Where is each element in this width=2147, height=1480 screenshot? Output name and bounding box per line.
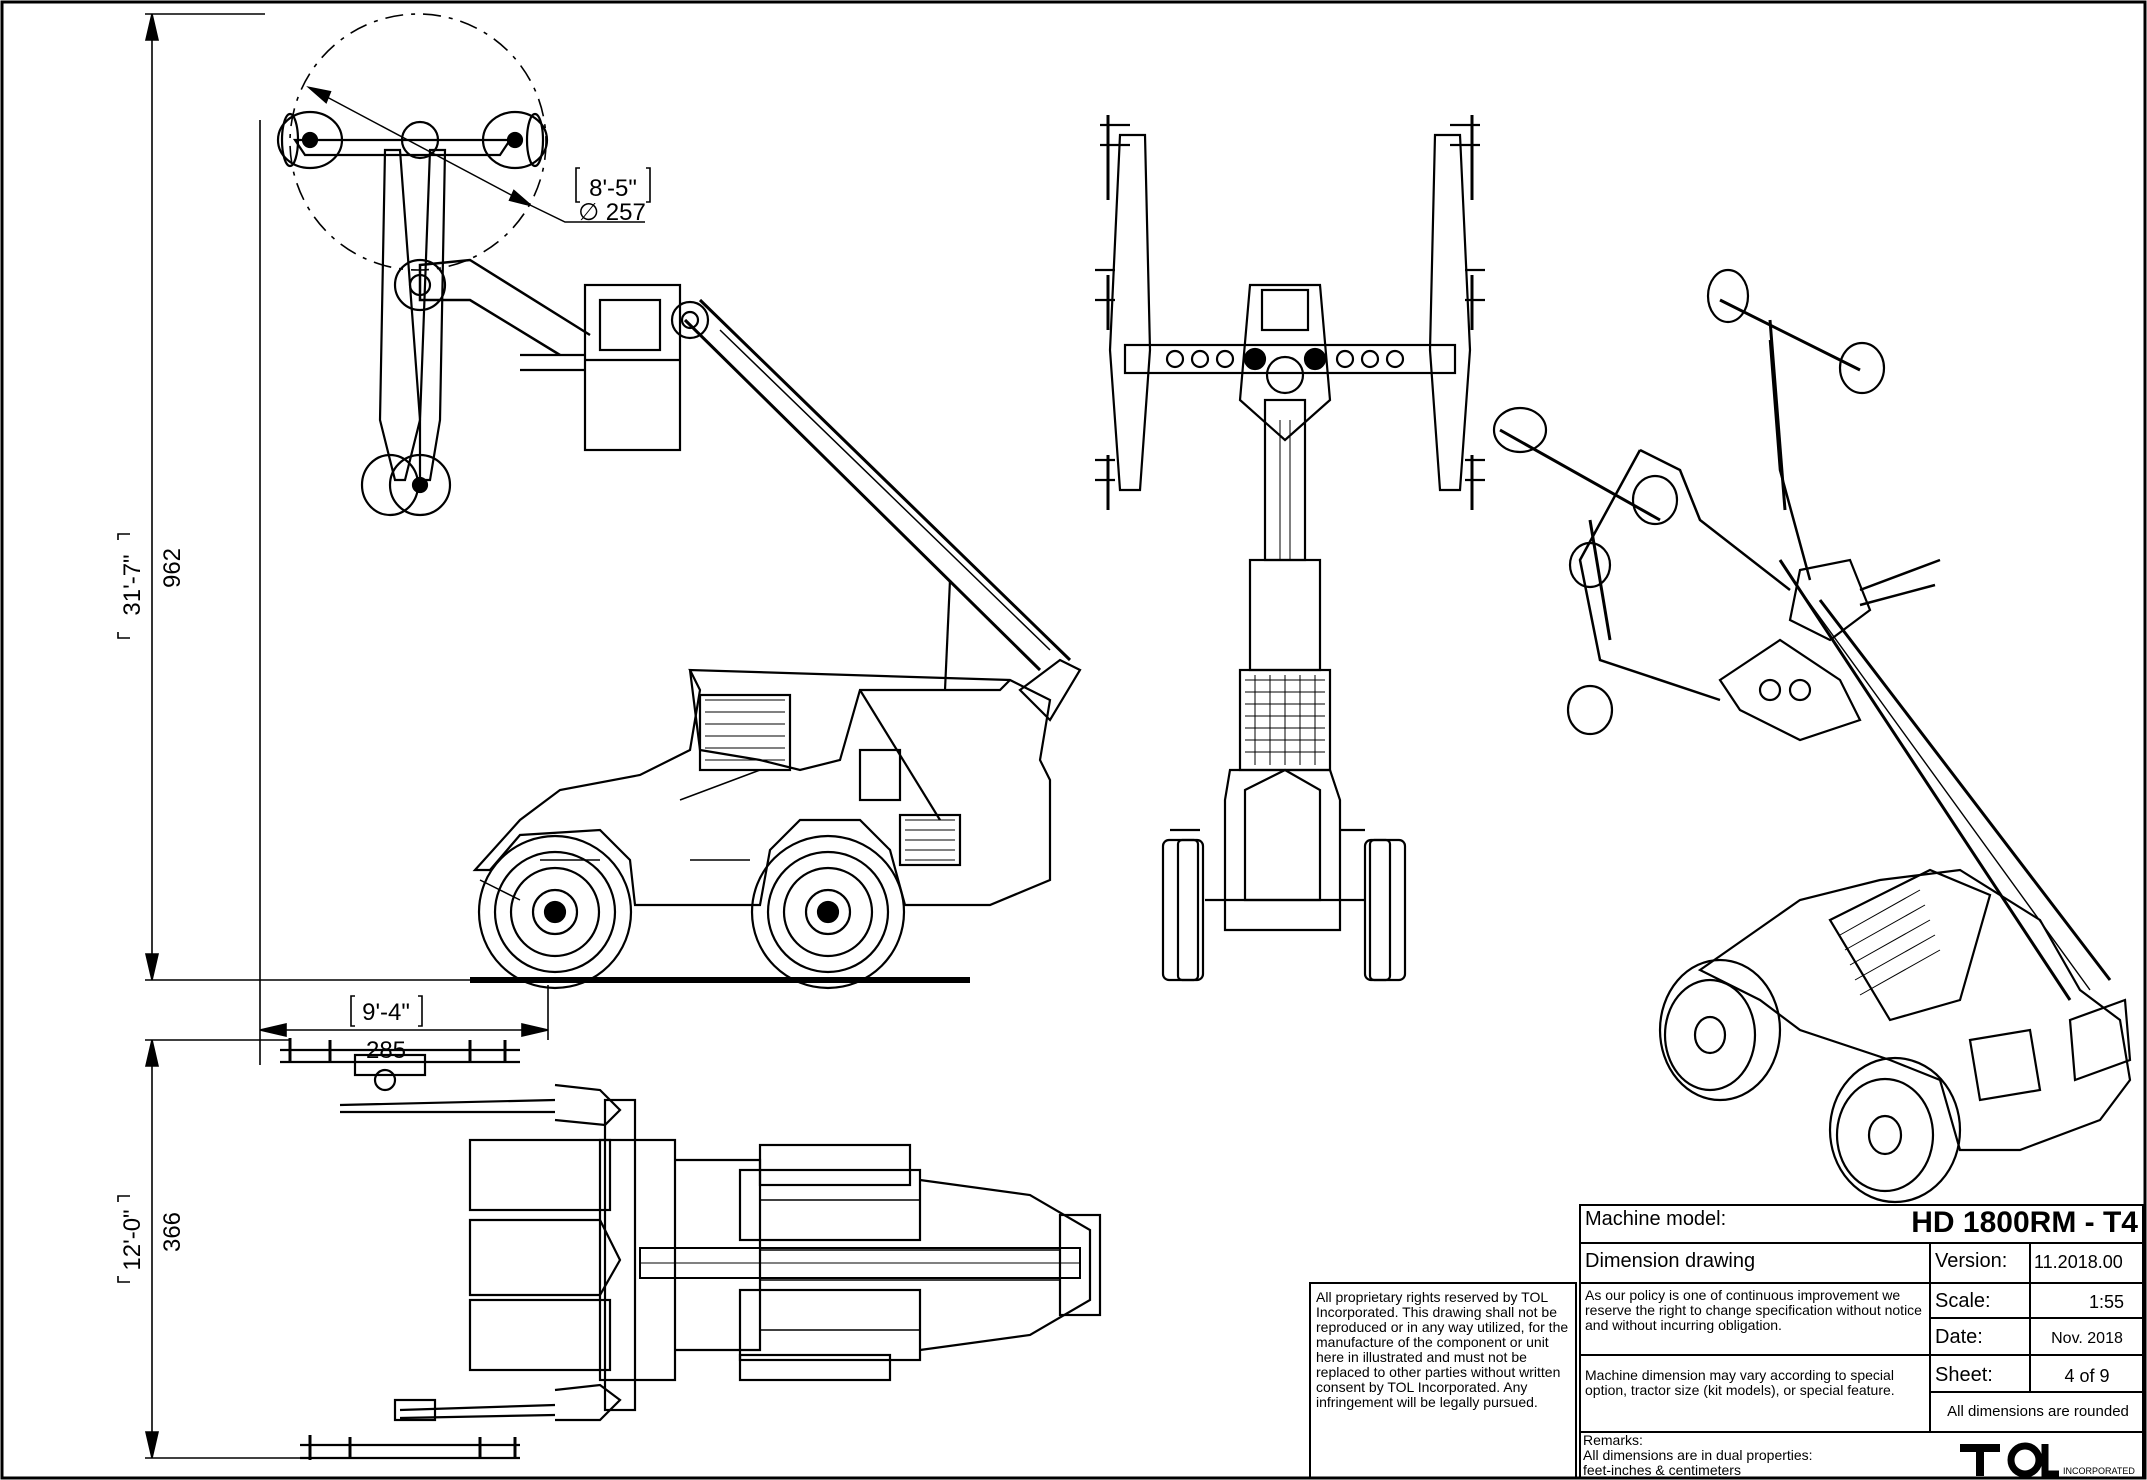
remarks-label: Remarks: [1583,1433,1643,1448]
sheet-value: 4 of 9 [2064,1366,2110,1386]
title-block-frame [1309,1204,2144,1479]
scale-value: 1:55 [2088,1292,2124,1312]
cup-dim-ftin: 8'-5" [589,175,637,202]
machine-model-value: HD 1800RM - T4 [1911,1206,2138,1239]
policy-note: As our policy is one of continuous impro… [1585,1288,1922,1333]
front-view [1095,115,1485,982]
reach-dim-ftin: 9'-4" [362,999,410,1026]
logo-subtext: INCORPORATED [2063,1466,2135,1476]
rights-note: All proprietary rights reserved by TOL I… [1316,1290,1569,1410]
height-dim-cm: 962 [159,548,186,588]
sheet-label: Sheet: [1935,1364,1993,1386]
cup-dim-cm: ∅ 257 [578,199,646,226]
width-dimension [117,1039,300,1459]
width-dim-cm: 366 [159,1212,186,1252]
remarks-text: All dimensions are in dual properties: f… [1583,1448,1813,1478]
side-front-wheel [750,834,906,990]
rounded-note: All dimensions are rounded [1947,1403,2129,1420]
side-vacuum-cups [276,110,549,517]
drawing-type: Dimension drawing [1585,1250,1756,1272]
height-dim-ftin: 31'-7" [119,554,146,615]
date-label: Date: [1935,1326,1983,1348]
version-value: 11.2018.00 [2034,1252,2123,1272]
tol-logo [1960,1442,2059,1478]
variation-note: Machine dimension may vary according to … [1585,1368,1895,1398]
cup-rotation-circle [289,13,547,271]
version-label: Version: [1935,1250,2008,1272]
height-dimension [144,13,470,1065]
date-value: Nov. 2018 [2051,1330,2123,1347]
scale-label: Scale: [1935,1290,1991,1312]
side-view [276,13,1082,990]
top-view [280,1038,1102,1460]
reach-dimension [259,985,549,1040]
side-rear-wheel [477,834,633,990]
isometric-view [1492,268,2132,1204]
width-dim-ftin: 12'-0" [119,1209,146,1270]
machine-model-label: Machine model: [1585,1208,1727,1230]
